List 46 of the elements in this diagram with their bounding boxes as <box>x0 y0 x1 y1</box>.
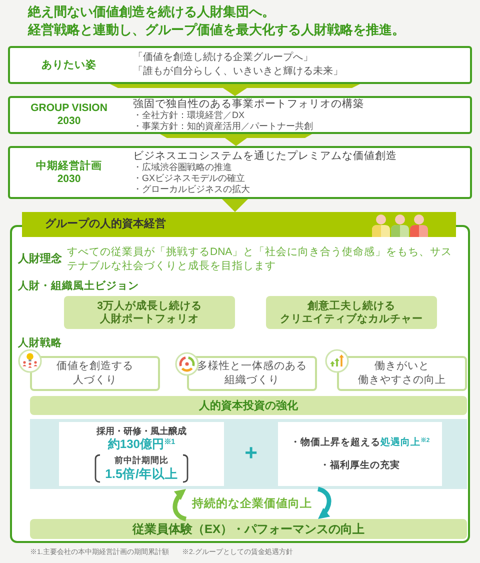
arrow <box>110 84 360 96</box>
vision-card: 創意工夫し続けるクリエイティブなカルチャー <box>266 296 437 329</box>
cycle-caption: 持続的な企業価値向上 <box>192 497 312 512</box>
card-heading: 採用・研修・風土醸成 <box>96 426 186 437</box>
strategy-card: 価値を創造する人づくり <box>30 356 160 391</box>
card-heading: 中期経営計画2030 <box>35 160 103 186</box>
statement-text: ビジネスエコシステムを通じたプレミアムな価値創造 <box>133 150 397 162</box>
benefits-card <box>278 422 442 486</box>
investment-band <box>30 419 467 489</box>
section-label: 人財理念 <box>18 252 62 266</box>
card-heading: ありたい姿 <box>42 58 96 72</box>
subtitle: 経営戦略と連動し、グループ価値を最大化する人財戦略を推進。 <box>28 21 405 39</box>
bullet-item: ・福利厚生の充実 <box>320 460 400 472</box>
tier-card <box>8 146 472 199</box>
bullet-item: ・GXビジネスモデルの確立 <box>133 173 246 184</box>
strategy-card: 働きがいと働きやすさの向上 <box>337 356 467 391</box>
bullet-item: ・事業方針：知的資産活用／パートナー共創 <box>133 121 313 132</box>
vision-card: 3万人が成長し続ける人財ポートフォリオ <box>64 296 235 329</box>
framed-panel <box>10 212 470 543</box>
curved-arrow <box>172 487 188 522</box>
investment-bar: 人的資本投資の強化 <box>30 396 467 415</box>
arrow <box>160 134 312 146</box>
quote-text: 「価値を創造し続ける企業グループへ」 <box>133 51 313 65</box>
title: 絶え間ない価値創造を続ける人財集団へ。 <box>28 3 275 21</box>
bullet-item: ・グローカルビジネスの拡大 <box>133 184 250 195</box>
section-label: 人財・組織風土ビジョン <box>18 279 139 293</box>
banner-title: グループの人的資本経営 <box>45 216 166 232</box>
card-heading: GROUP VISION 2030 <box>30 102 108 128</box>
tier-card <box>8 96 472 134</box>
tier-card <box>8 46 472 84</box>
curved-arrow <box>316 486 332 521</box>
philosophy-text: すべての従業員が「挑戦するDNA」と「社会に向き合う使命感」をもち、サステナブルな社会づくりと成長を目指します <box>67 245 454 273</box>
statement-text: 強固で独自性のある事業ポートフォリオの構築 <box>133 98 364 110</box>
bullet-item: ・物価上昇を超える処遇向上$^{※2}$ <box>290 436 430 448</box>
arrow <box>222 199 248 212</box>
amount-text: 約130億円$^{※1}$ <box>108 437 176 452</box>
quote-text: 「誰もが自分らしく、いきいきと輝ける未来」 <box>133 65 343 79</box>
outcome-bar: 従業員体験（EX）・パフォーマンスの向上 <box>30 519 467 539</box>
strategy-card: 多様性と一体感のある組織づくり <box>187 356 317 391</box>
plus-sign: + <box>244 442 258 464</box>
budget-card <box>59 422 224 486</box>
bullet-item: ・全社方針：環境経営／DX <box>133 110 245 121</box>
growth-rate-text: 1.5倍/年以上 <box>105 466 178 482</box>
bullet-item: ・広域渋谷圏戦略の推進 <box>133 162 232 173</box>
comparison-label: 前中計期間比 <box>114 455 168 466</box>
section-label: 人財戦略 <box>18 336 62 350</box>
